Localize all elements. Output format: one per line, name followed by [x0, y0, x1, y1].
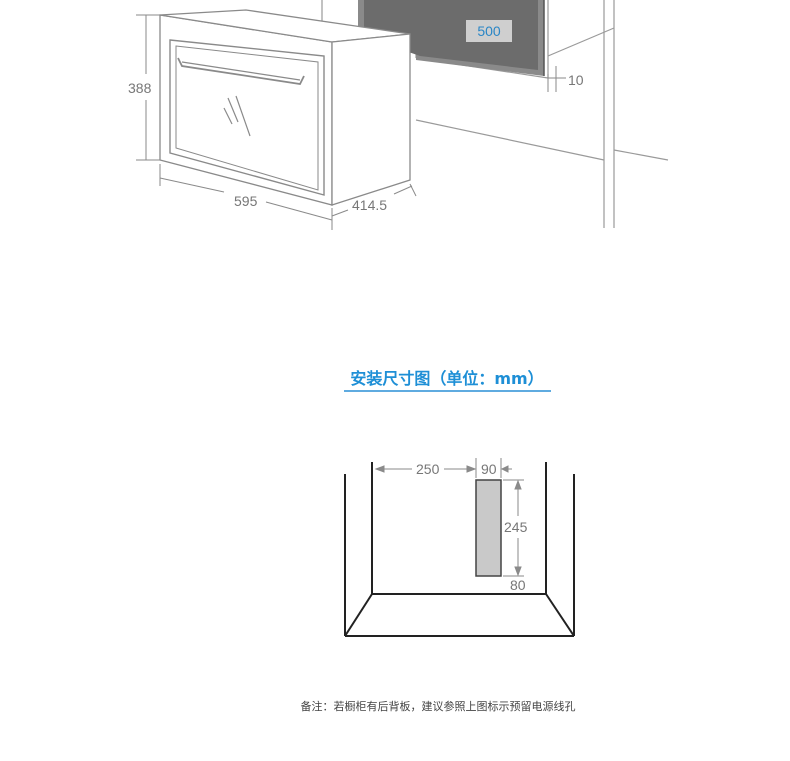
- glass-reflection-marks: [223, 95, 251, 137]
- width-label: 595: [234, 193, 258, 209]
- hole-height-dimension: [503, 479, 524, 577]
- niche-depth-label: 500: [477, 23, 501, 39]
- depth-label: 414.5: [352, 197, 387, 213]
- hole-width-dimension: [500, 458, 512, 478]
- hole-width-label: 90: [481, 461, 497, 477]
- section-title: 安装尺寸图（单位：mm）: [344, 369, 551, 392]
- height-label: 388: [128, 80, 152, 96]
- height-dimension: [136, 14, 160, 161]
- oven-dimension-figure: 500 10: [128, 0, 669, 230]
- niche-interior: [358, 0, 545, 76]
- width-dimension: [159, 164, 333, 230]
- offset-label: 250: [416, 461, 440, 477]
- power-cord-hole: [475, 479, 502, 577]
- hole-bottom-label: 80: [510, 577, 526, 593]
- section-title-text: 安装尺寸图（单位：mm）: [350, 369, 543, 388]
- cabinet-outline: [344, 462, 575, 637]
- oven-body: [159, 9, 411, 206]
- offset-dimension: [374, 458, 477, 478]
- gap-label: 10: [568, 72, 584, 88]
- depth-dimension: [331, 183, 417, 217]
- oven-handle: [177, 57, 305, 85]
- niche-depth-label-bg: [466, 20, 512, 42]
- hole-height-label: 245: [504, 519, 528, 535]
- gap-dimension: [547, 66, 566, 92]
- cabinet-back-panel-figure: 250 90 245 80: [344, 458, 575, 637]
- installation-note: 备注：若橱柜有后背板，建议参照上图标示预留电源线孔: [301, 699, 576, 713]
